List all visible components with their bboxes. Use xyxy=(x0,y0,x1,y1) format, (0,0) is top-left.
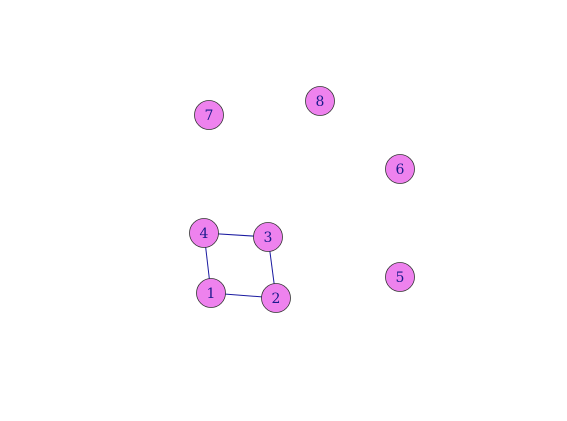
node-circle-5 xyxy=(385,262,415,292)
node-circle-2 xyxy=(261,283,291,313)
node-6: 6 xyxy=(385,154,415,184)
node-7: 7 xyxy=(194,100,224,130)
node-label-4: 4 xyxy=(200,226,209,242)
node-label-3: 3 xyxy=(264,230,273,246)
node-circle-7 xyxy=(194,100,224,130)
node-4: 4 xyxy=(189,218,219,248)
node-label-8: 8 xyxy=(316,94,325,110)
node-label-2: 2 xyxy=(272,291,281,307)
nodes-layer: 1 2 3 4 5 6 7 8 xyxy=(189,86,415,313)
node-label-6: 6 xyxy=(396,162,405,178)
node-5: 5 xyxy=(385,262,415,292)
node-circle-8 xyxy=(305,86,335,116)
node-circle-4 xyxy=(189,218,219,248)
node-2: 2 xyxy=(261,283,291,313)
node-label-5: 5 xyxy=(396,270,405,286)
node-circle-6 xyxy=(385,154,415,184)
node-circle-3 xyxy=(253,222,283,252)
node-3: 3 xyxy=(253,222,283,252)
node-1: 1 xyxy=(196,278,226,308)
node-circle-1 xyxy=(196,278,226,308)
node-label-7: 7 xyxy=(205,108,214,124)
node-label-1: 1 xyxy=(207,286,216,302)
node-8: 8 xyxy=(305,86,335,116)
